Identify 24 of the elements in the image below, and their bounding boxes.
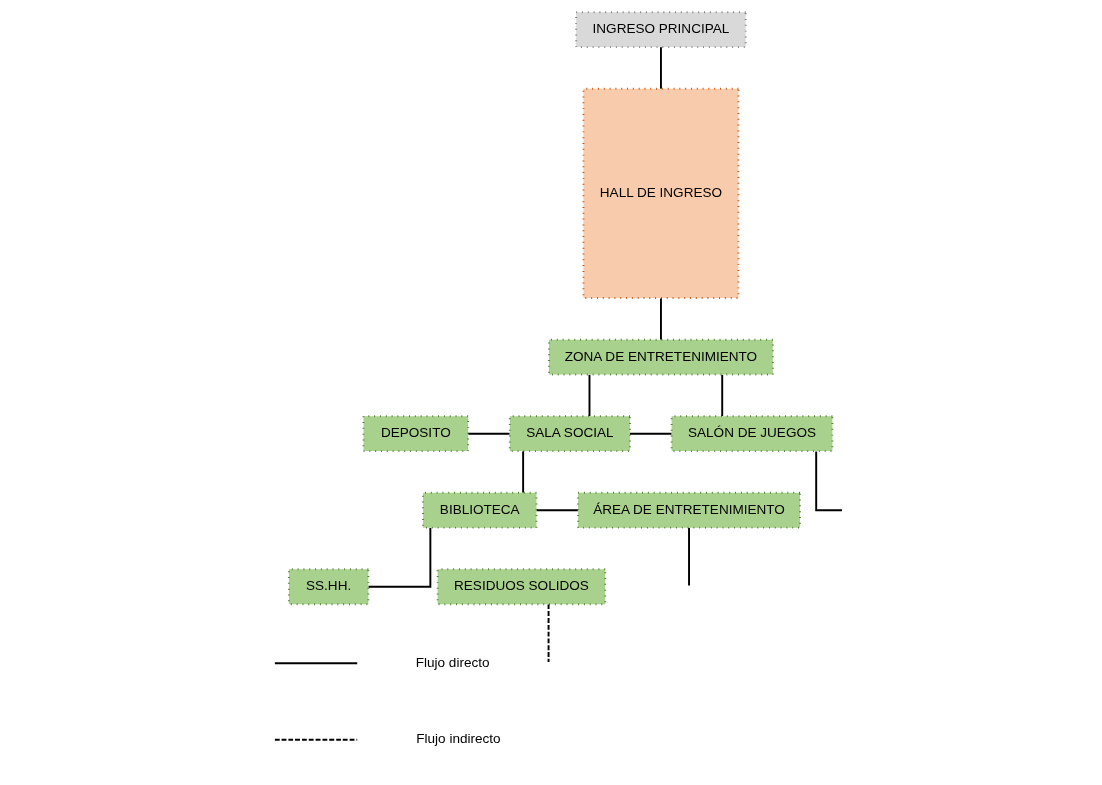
node-box: INGRESO PRINCIPAL <box>574 11 747 49</box>
connector <box>367 527 431 588</box>
node-box: HALL DE INGRESO <box>581 87 739 299</box>
node-box: ÁREA DE ENTRETENIMIENTO <box>576 491 801 529</box>
connector <box>687 527 690 587</box>
connector <box>547 603 549 664</box>
connector <box>521 450 524 494</box>
legend-label: Flujo indirecto <box>415 731 501 747</box>
node-box: DEPOSITO <box>362 415 469 453</box>
node-box: RESIDUOS SOLIDOS <box>436 568 606 606</box>
node-box: SALA SOCIAL <box>508 415 631 453</box>
node-box: SS.HH. <box>287 568 369 606</box>
node-box: BIBLIOTECA <box>421 491 537 529</box>
connector <box>720 373 723 417</box>
connector <box>535 509 579 512</box>
connector <box>659 297 662 341</box>
connector <box>628 432 672 435</box>
node-box: SALÓN DE JUEGOS <box>670 415 833 453</box>
connector <box>659 46 662 90</box>
connector <box>814 450 843 512</box>
connector <box>466 432 511 435</box>
legend-label: Flujo directo <box>415 654 490 670</box>
connector <box>588 373 590 417</box>
node-box: ZONA DE ENTRETENIMIENTO <box>547 338 774 376</box>
